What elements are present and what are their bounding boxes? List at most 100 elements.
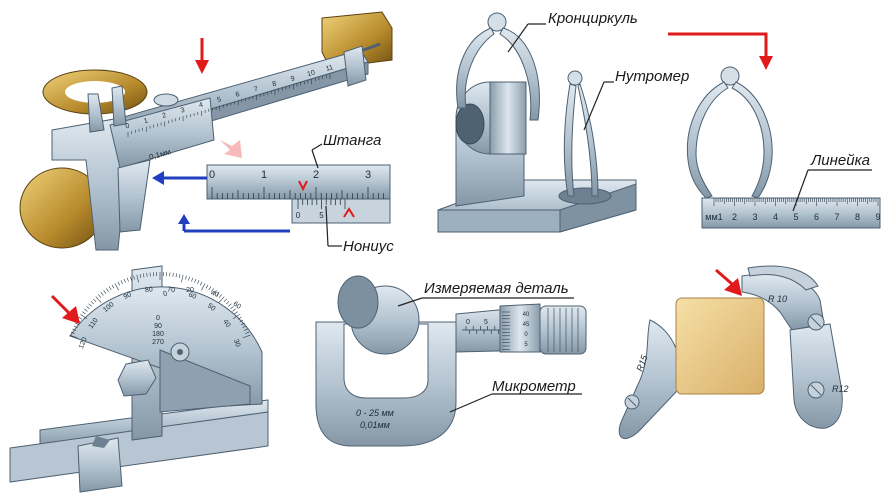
leader-kronzirkul [507,23,529,53]
protractor-tick [120,280,123,285]
protractor-tick [78,316,83,320]
ruler-tick-label: 5 [793,212,798,222]
red-marker-nonius [343,207,355,218]
protractor-tick [216,292,220,296]
protractor-tick [126,277,129,282]
ruler-caliper-tool [686,66,773,199]
nonius-tick-label: 5 [319,211,324,220]
protractor-vernier-label: 40 [210,290,220,299]
micrometer-sleeve-label: 5 [484,319,488,326]
protractor-tick [188,276,190,281]
protractor-tick [242,334,251,339]
shtanga-tick-label: 3 [365,169,371,181]
protractor-tick [114,283,119,291]
protractor-tick [72,328,77,331]
protractor-tick [123,278,126,283]
protractor-tick [86,306,90,310]
label-mikrometr: Микрометр [492,378,576,395]
gauge-r12-label: R12 [832,384,849,394]
leader-detal [397,297,423,307]
protractor-tick [208,286,212,291]
caliper-tick-label: 2 [161,112,167,120]
protractor-tick [185,275,187,280]
protractor-mid-label: 0 [156,315,160,322]
shtanga-tick-label: 2 [313,169,319,181]
protractor-tick [139,274,142,279]
leader-shtanga-b [311,149,319,169]
caliper-tick-label: 1 [143,117,149,125]
protractor-tick [234,311,238,315]
protractor-tick [211,288,214,292]
protractor-tick [232,308,236,312]
ruler [701,197,881,229]
micrometer-thimble-label: 5 [524,342,528,348]
protractor-tick [245,331,250,334]
protractor-tick [180,274,184,283]
shtanga-tick-label: 1 [261,169,267,181]
protractor-tick [136,274,140,283]
micrometer-range: 0 - 25 мм [356,408,394,418]
protractor-tick [200,281,203,286]
protractor-tick-label: 50 [206,302,217,312]
protractor-tick [213,290,217,294]
label-lineyka: Линейка [811,152,870,169]
label-nutromer: Нутромер [615,68,690,85]
protractor-tick [88,303,92,307]
red-arrow-l [668,32,773,70]
protractor-tick [225,301,230,305]
protractor-tick [73,325,78,328]
protractor-tick [218,294,222,298]
blue-arrow-lower [178,214,290,233]
protractor-tick-label: 80 [145,286,154,294]
ruler-tick-label: 7 [834,212,839,222]
protractor-mid-label: 270 [152,339,164,346]
protractor-tick [201,283,206,291]
caliper-tick-label: 4 [198,102,204,110]
caliper-tick-label: 6 [235,91,241,99]
protractor-mid-label: 180 [152,331,164,338]
micrometer-thimble-label: 45 [523,322,530,328]
ruler-tick-label: 2 [732,212,737,222]
protractor-tick [69,334,78,339]
ruler-tick-label: мм1 [705,212,722,222]
protractor-tick [80,314,88,320]
protractor-tick [93,298,97,303]
caliper-tick-label: 5 [217,96,223,104]
protractor-tick [117,281,120,286]
protractor-tick [106,288,109,292]
micrometer-thimble-label: 40 [523,312,530,318]
leader-shtanga [311,143,323,151]
protractor-vernier-label: 20 [186,287,194,294]
ruler-tick-label: 9 [875,212,880,222]
protractor-tick [228,303,232,307]
caliper-tick-label: 0 [125,123,131,131]
red-marker-shtanga [298,180,308,192]
red-arrow-protractor [50,294,80,324]
label-shtanga: Штанга [323,132,382,149]
red-arrow-down-caliper [195,38,209,74]
protractor-tick [241,322,245,326]
protractor-tick [232,314,240,320]
protractor-tick [230,306,234,310]
micrometer-illustration [315,275,587,447]
protractor-tick [111,284,115,289]
blue-arrow-upper [152,171,207,185]
leader-mikrometr [449,393,493,413]
leader-nonius [325,205,329,247]
ruler-tick-label: 8 [855,212,860,222]
gauge-r10-label: R 10 [768,294,787,304]
protractor-tick [178,274,181,279]
caliper-tick-label: 3 [180,107,186,115]
kronzirkul-tool [456,12,540,121]
protractor-tick [197,280,200,285]
nutromer-tool [563,70,599,197]
leader-lineyka [792,169,809,212]
caliper-tick-label: 9 [290,75,296,83]
protractor-tick-label: 70 [167,286,176,294]
protractor-tick [242,325,247,328]
micrometer-precision: 0,01мм [360,420,390,430]
